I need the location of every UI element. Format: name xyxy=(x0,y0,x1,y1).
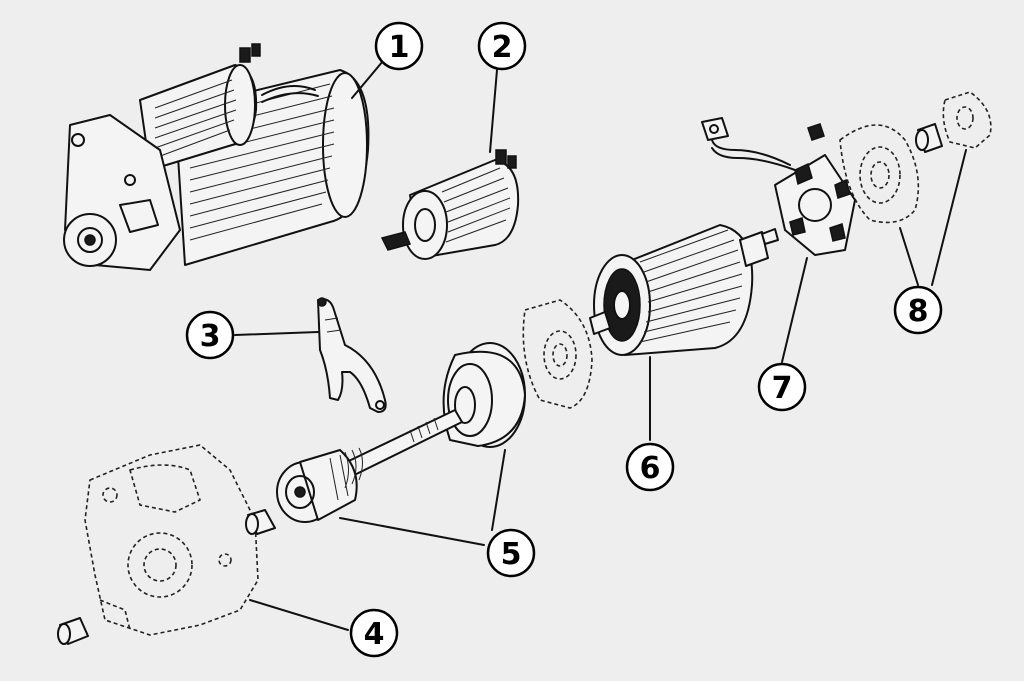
callout-2: 2 xyxy=(477,21,527,71)
starter-motor-assembly xyxy=(63,43,370,271)
drive-end-housing xyxy=(57,444,259,645)
callout-label-2: 2 xyxy=(492,30,513,65)
callout-label-7: 7 xyxy=(772,371,793,406)
callout-5: 5 xyxy=(486,528,536,578)
callout-label-4: 4 xyxy=(364,617,385,652)
callout-1: 1 xyxy=(374,21,424,71)
callout-label-5: 5 xyxy=(501,537,522,572)
leader-lines xyxy=(234,54,967,631)
intermediate-plate xyxy=(522,299,593,409)
callout-3: 3 xyxy=(185,310,235,360)
callout-8: 8 xyxy=(893,285,943,335)
callout-4: 4 xyxy=(349,608,399,658)
armature xyxy=(589,224,779,356)
drive-pinion-and-shaft xyxy=(245,342,526,535)
callout-label-3: 3 xyxy=(200,319,221,354)
end-cover-set xyxy=(839,91,992,224)
solenoid xyxy=(380,149,520,260)
shift-lever xyxy=(317,297,387,413)
callout-label-1: 1 xyxy=(389,30,410,65)
brush-holder xyxy=(701,117,856,256)
callout-label-8: 8 xyxy=(908,294,929,329)
callout-7: 7 xyxy=(757,362,807,412)
callout-6: 6 xyxy=(625,442,675,492)
callout-label-6: 6 xyxy=(640,451,661,486)
